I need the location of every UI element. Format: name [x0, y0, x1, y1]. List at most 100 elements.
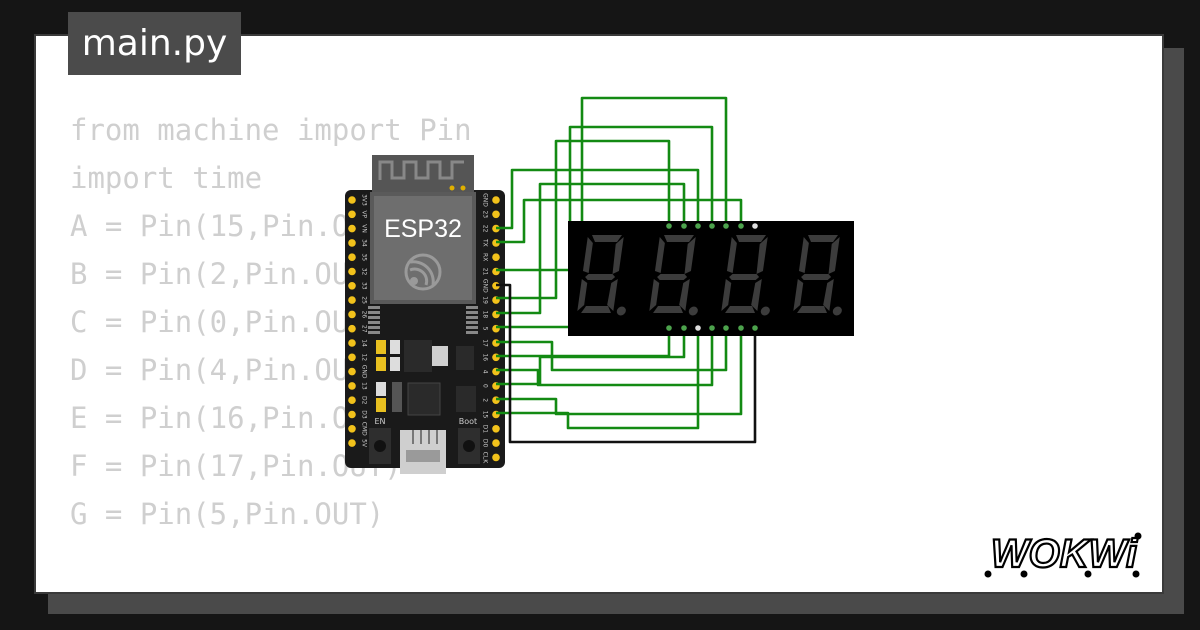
- file-tab[interactable]: main.py: [68, 12, 241, 75]
- pin-label: D1: [482, 425, 489, 434]
- segment: [582, 237, 593, 273]
- segment: [592, 235, 622, 242]
- header-pin[interactable]: [492, 210, 500, 219]
- display-pin[interactable]: [723, 223, 729, 229]
- pin-label: D2: [361, 396, 368, 405]
- segment: [751, 279, 762, 311]
- header-pin[interactable]: [348, 282, 356, 290]
- antenna-trace: [378, 160, 464, 180]
- pin-label: 27: [361, 325, 368, 333]
- segment: [679, 279, 690, 311]
- header-pin[interactable]: [348, 339, 356, 347]
- display-pin[interactable]: [709, 325, 715, 331]
- header-pin[interactable]: [348, 425, 356, 433]
- seven-segment-display[interactable]: [568, 221, 854, 336]
- header-pin[interactable]: [348, 253, 356, 261]
- decimal-point: [832, 306, 842, 316]
- board-components: EN Boot: [374, 340, 477, 426]
- pin-label: 21: [482, 268, 489, 276]
- pin-label: GND: [482, 193, 489, 207]
- segment: [823, 279, 834, 311]
- esp32-board[interactable]: ESP32 EN Boot: [345, 155, 505, 474]
- module-pad: [368, 306, 380, 309]
- wires: [496, 96, 757, 444]
- header-pin[interactable]: [492, 425, 500, 433]
- en-button[interactable]: [369, 428, 391, 464]
- header-pin[interactable]: [348, 382, 356, 390]
- pin-label: 3V3: [361, 194, 368, 206]
- segment: [725, 306, 756, 313]
- display-pin[interactable]: [681, 325, 687, 331]
- segment: [664, 235, 694, 242]
- display-pin[interactable]: [695, 223, 701, 229]
- digit: [793, 235, 842, 316]
- wire: [496, 328, 686, 386]
- usb-port-icon: [400, 430, 446, 474]
- digit: [721, 235, 770, 316]
- display-pin[interactable]: [738, 325, 744, 331]
- pin-label: D3: [361, 410, 368, 419]
- display-pin[interactable]: [738, 223, 744, 229]
- pin-label: CLK: [482, 452, 489, 465]
- module-pad: [466, 311, 478, 314]
- wire: [496, 96, 728, 272]
- segment: [736, 235, 766, 242]
- header-pin[interactable]: [348, 324, 356, 333]
- wokwi-logo-text: WOKWi: [991, 532, 1138, 576]
- module-pad: [466, 321, 478, 324]
- pin-label: 4: [482, 370, 489, 374]
- header-pin[interactable]: [492, 253, 500, 261]
- pin-label: 25: [361, 296, 368, 304]
- header-pin[interactable]: [348, 410, 356, 419]
- segment: [585, 274, 616, 280]
- segment: [653, 306, 684, 313]
- header-pin[interactable]: [492, 453, 500, 462]
- module-pad: [466, 331, 478, 334]
- pin-label: 34: [361, 239, 368, 247]
- decimal-point: [616, 306, 626, 316]
- display-pin[interactable]: [681, 223, 687, 229]
- display-pin[interactable]: [752, 325, 758, 331]
- header-pin[interactable]: [348, 353, 356, 362]
- header-pin[interactable]: [348, 439, 356, 447]
- header-pin[interactable]: [348, 267, 356, 276]
- header-pin[interactable]: [348, 239, 356, 247]
- header-pin[interactable]: [348, 196, 356, 204]
- module-pad: [368, 331, 380, 334]
- wire: [496, 182, 686, 315]
- header-pin[interactable]: [348, 224, 356, 233]
- display-pin[interactable]: [723, 325, 729, 331]
- display-pin[interactable]: [695, 325, 701, 331]
- header-pin[interactable]: [348, 310, 356, 319]
- header-pin[interactable]: [492, 439, 500, 447]
- code-line: C = Pin(0,Pin.OUT): [70, 305, 385, 339]
- header-pin[interactable]: [348, 210, 356, 219]
- decimal-point: [760, 306, 770, 316]
- wokwi-logo-icon: WOKWi: [984, 531, 1142, 578]
- header-pin[interactable]: [348, 367, 356, 376]
- boot-button-label: Boot: [459, 417, 477, 426]
- header-pin[interactable]: [348, 296, 356, 304]
- pin-label: VP: [361, 210, 368, 218]
- display-pin[interactable]: [666, 223, 672, 229]
- code-line: D = Pin(4,Pin.OUT): [70, 353, 385, 387]
- display-pin[interactable]: [752, 223, 758, 229]
- display-pins: [666, 223, 758, 331]
- header-pin[interactable]: [348, 396, 356, 405]
- module-pad: [368, 311, 380, 314]
- pin-label: 19: [482, 296, 489, 304]
- pin-label: 35: [361, 253, 368, 261]
- segment: [797, 306, 828, 313]
- header-pin[interactable]: [492, 196, 500, 204]
- display-pin[interactable]: [709, 223, 715, 229]
- display-pin[interactable]: [666, 325, 672, 331]
- segment: [801, 274, 832, 280]
- boot-button[interactable]: [458, 428, 480, 464]
- segment: [657, 274, 688, 280]
- pin-label: 13: [361, 382, 368, 390]
- module-pad: [368, 326, 380, 329]
